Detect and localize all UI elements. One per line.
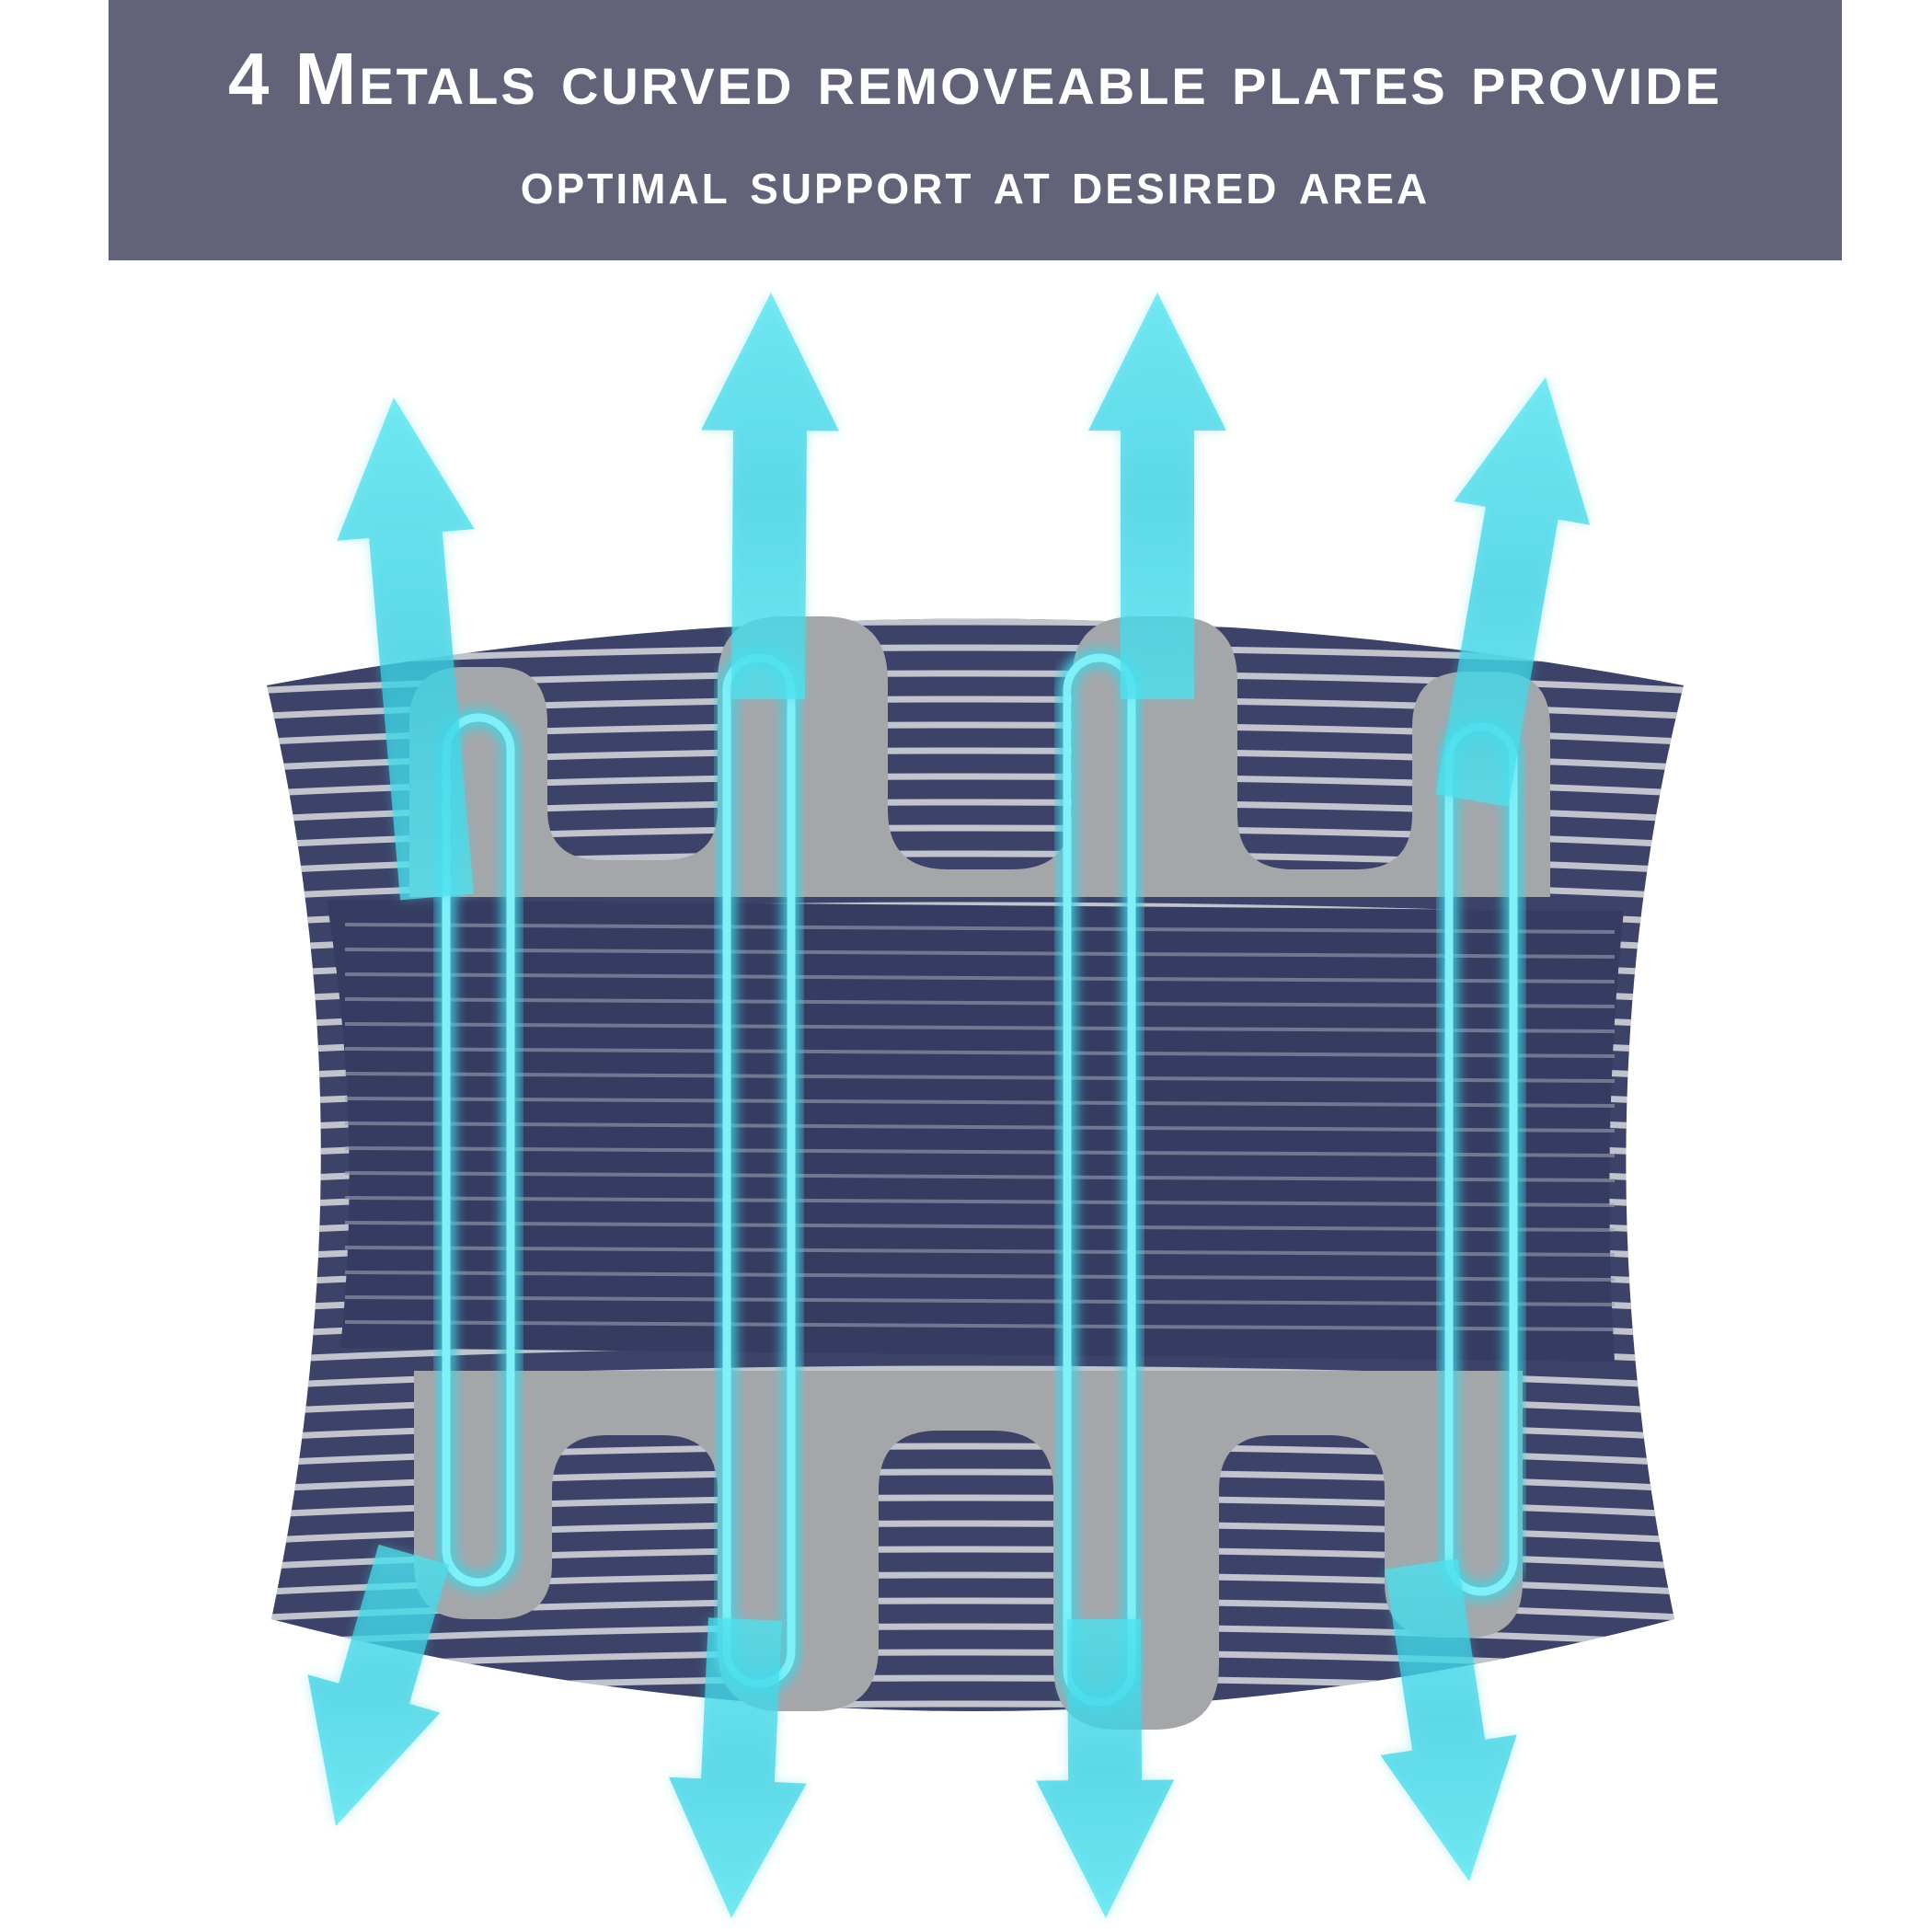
headline-banner: 4 Metals curved removeable plates provid…	[109, 0, 1842, 260]
stretch-arrow-up-1	[337, 397, 475, 901]
stretch-arrow-up-4	[1435, 377, 1591, 807]
compression-band	[327, 900, 1624, 1362]
stretch-arrows	[307, 293, 1591, 1918]
band-stripes	[344, 923, 1616, 1331]
stretch-arrow-down-1	[307, 1544, 450, 1826]
metal-plate-1	[436, 707, 521, 1593]
stretch-arrow-down-3	[1036, 1618, 1175, 1918]
stretch-arrow-up-3	[1088, 293, 1226, 699]
stretch-arrow-down-4	[1380, 1558, 1517, 1881]
plate-pad-bottom	[414, 1371, 1523, 1730]
back-brace-illustration	[267, 293, 1684, 1918]
headline-line-2: optimal support at desired area	[520, 147, 1431, 216]
stretch-arrow-down-2	[669, 1617, 807, 1918]
headline-line-1: 4 Metals curved removeable plates provid…	[227, 37, 1723, 120]
stretch-arrow-up-2	[701, 293, 839, 700]
plate-pad-top	[409, 616, 1550, 897]
